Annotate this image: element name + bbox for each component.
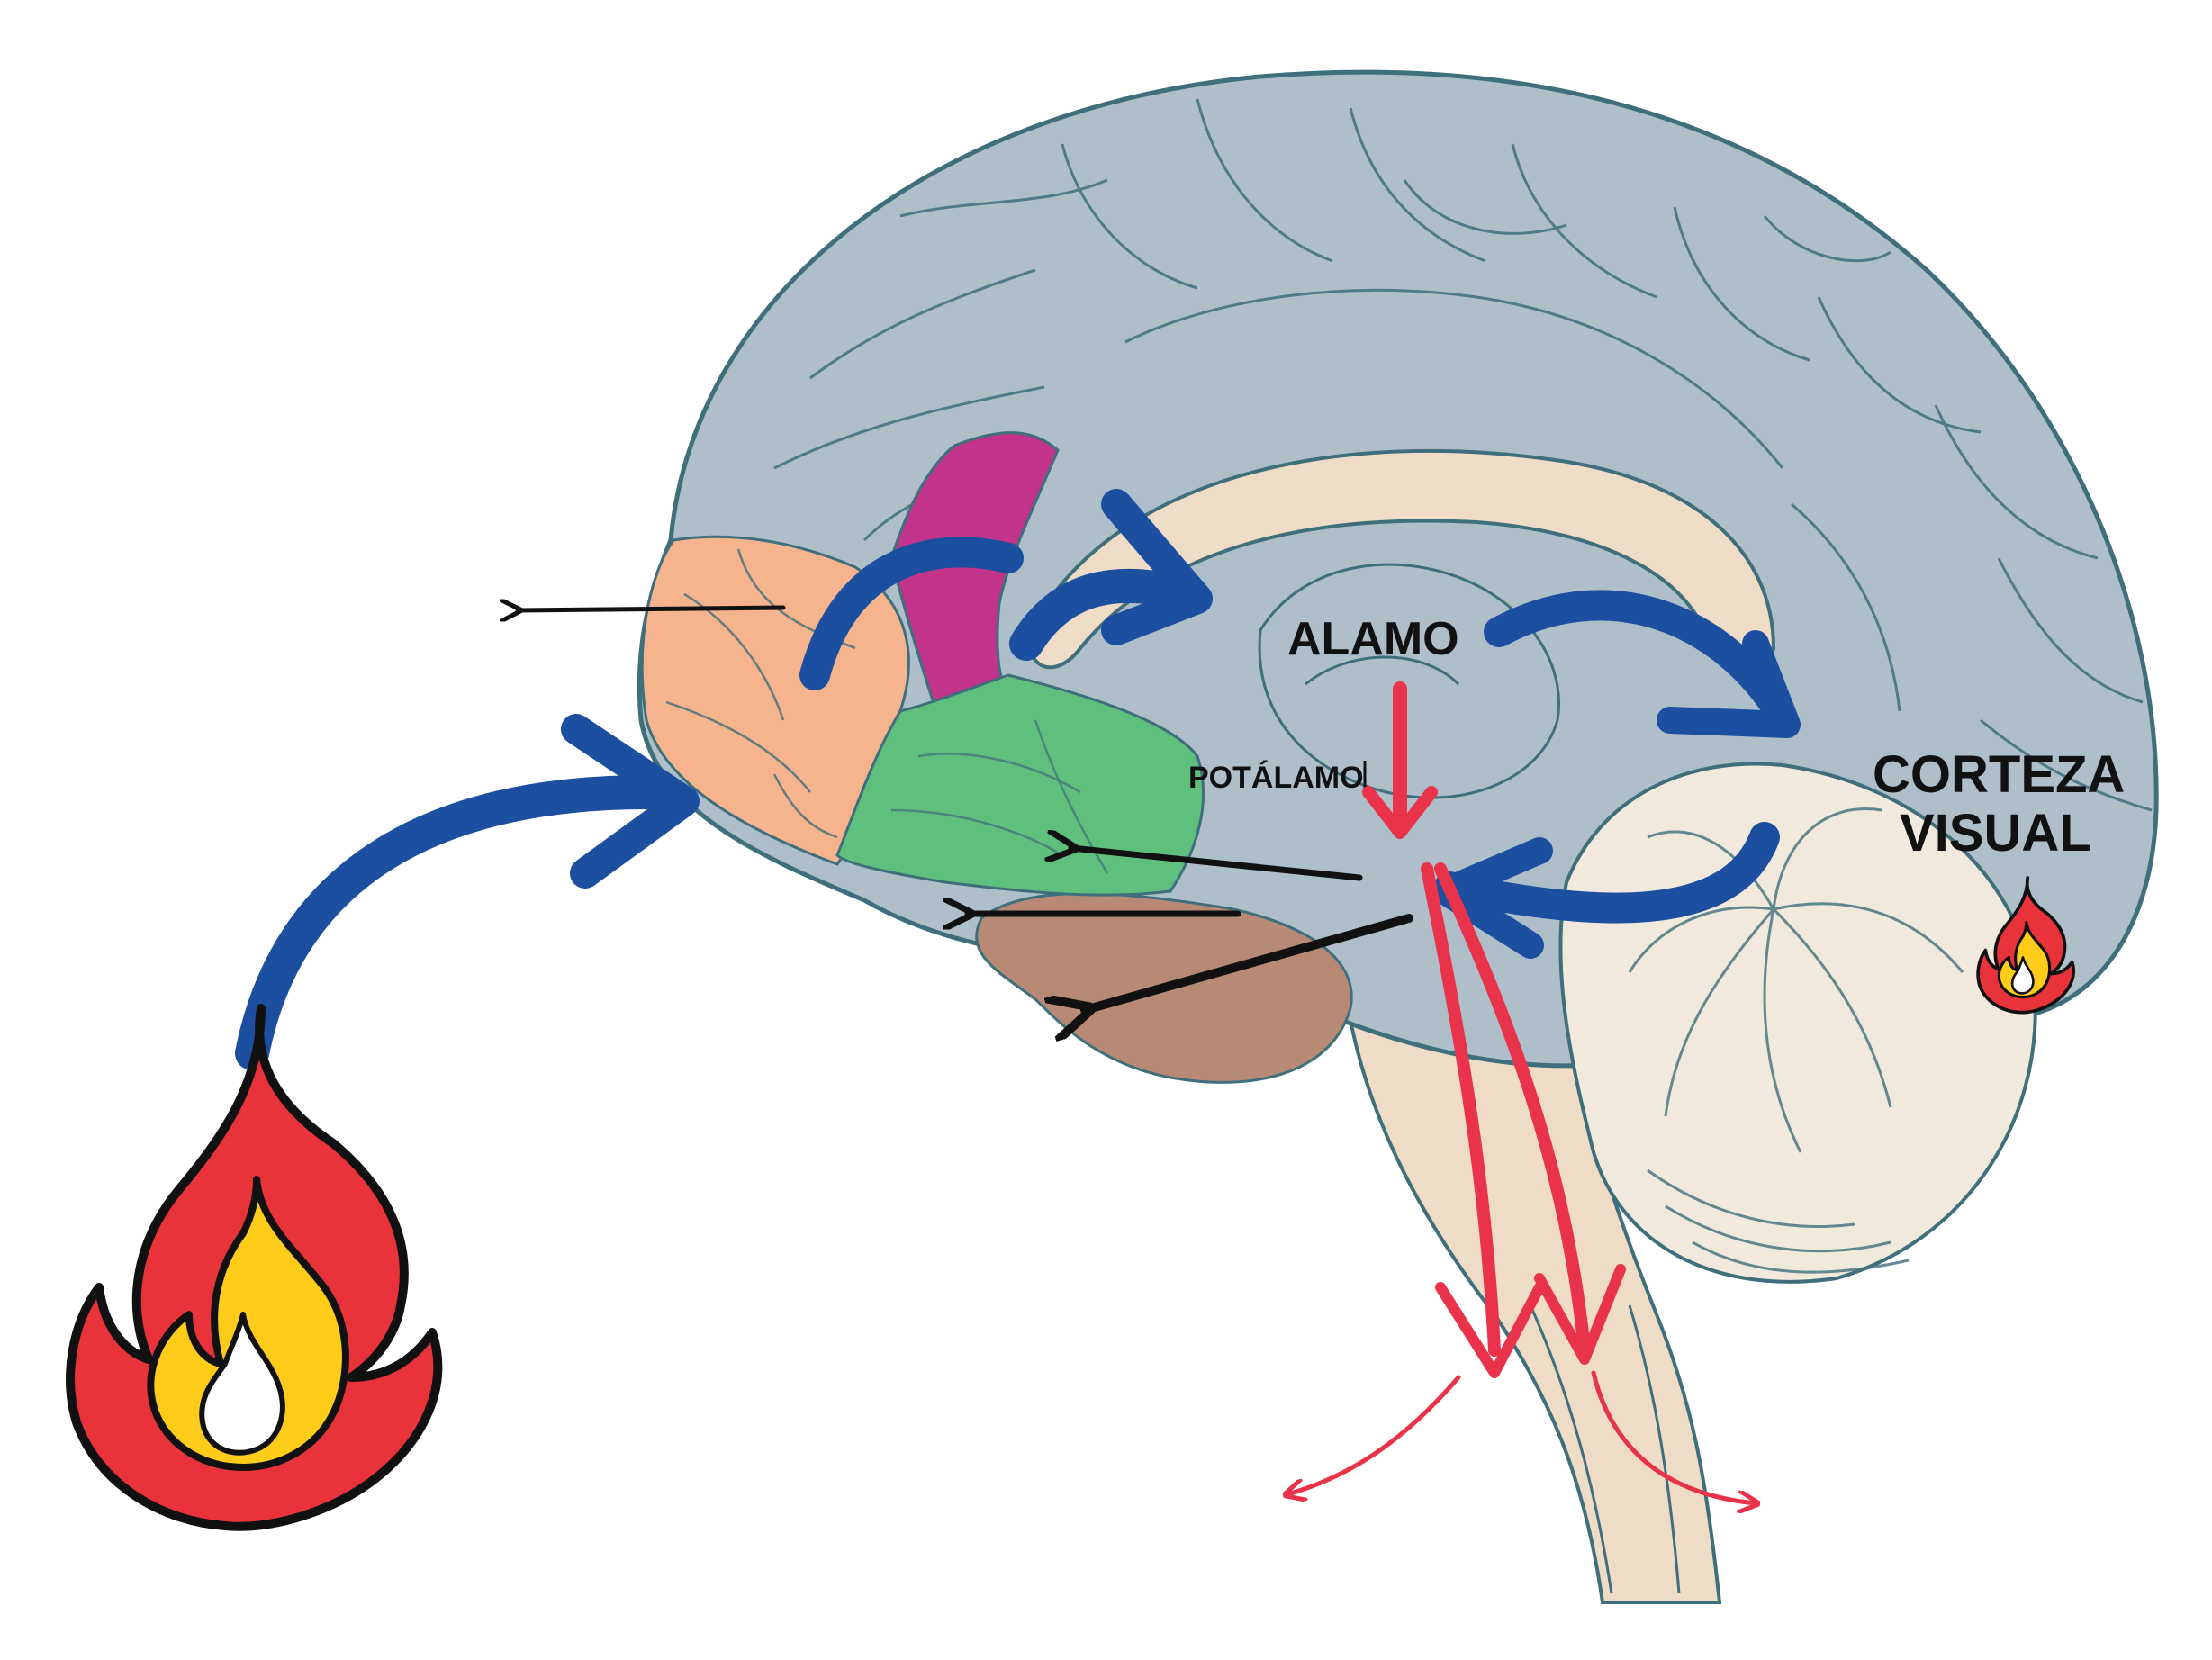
spinal-output-arrow-right xyxy=(1591,1370,1756,1503)
prefrontal-output-arrow xyxy=(518,608,786,610)
brainstem-descending-arrow-right xyxy=(1434,862,1591,1357)
prefrontal-to-cingulate-arrow xyxy=(799,537,1024,690)
brainstem-to-temporal-arrow xyxy=(1085,914,1413,1010)
cingulate-to-thalamus-arrow xyxy=(1009,568,1205,661)
stimulus-to-prefrontal-arrow xyxy=(235,775,665,1070)
thalamus-to-visual-cortex-arrow xyxy=(1484,590,1789,717)
red-pathway-arrows xyxy=(1287,681,1756,1503)
diagram-labels: ALAMO POTÁLAMO CORTEZA VISUAL xyxy=(1188,613,2125,862)
brainstem-descending-arrow-left xyxy=(1421,862,1501,1357)
visual-cortex-label-line1: CORTEZA xyxy=(1873,745,2125,804)
black-pathway-arrows xyxy=(518,608,1413,1010)
spinal-output-arrow-left xyxy=(1287,1375,1461,1494)
fire-icon xyxy=(1976,876,2076,1015)
visual-cortex-label-line2: VISUAL xyxy=(1900,804,2091,862)
visual-cortex-to-brainstem-arrow xyxy=(1434,822,1780,924)
hypothalamus-to-orbitofrontal-arrow xyxy=(1071,848,1363,881)
fire-icon xyxy=(66,1004,443,1531)
hypothalamus-label: POTÁLAMO xyxy=(1188,761,1364,795)
thalamus-label: ALAMO xyxy=(1287,613,1459,665)
